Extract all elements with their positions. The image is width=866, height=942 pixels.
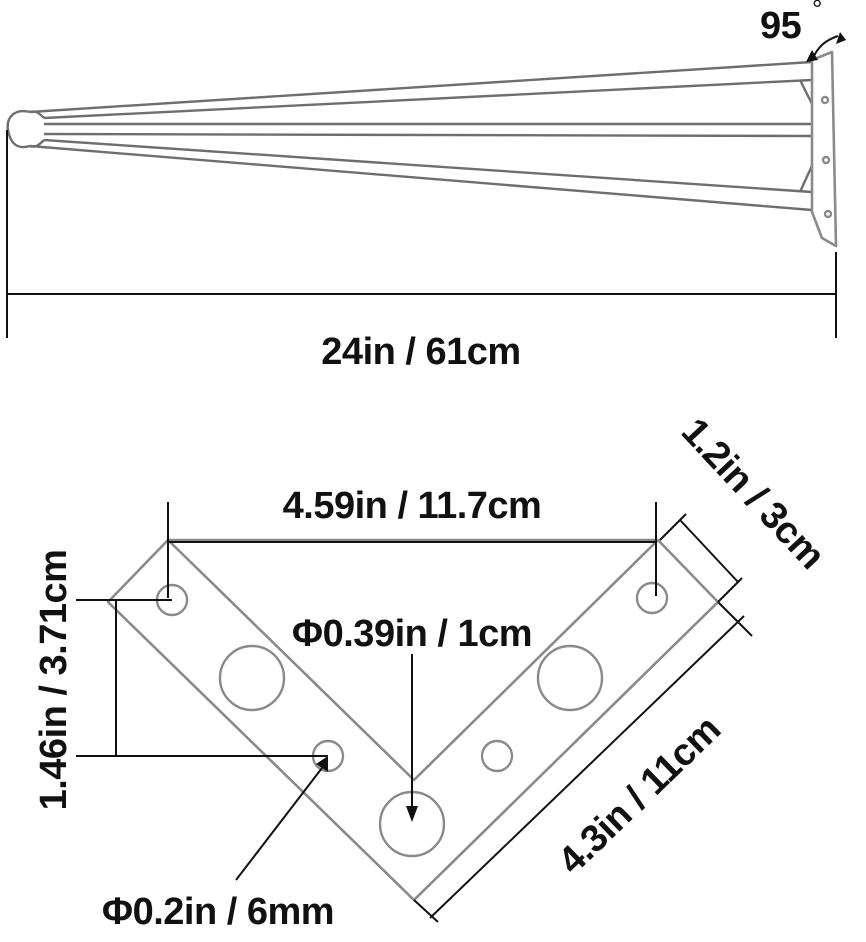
leg-end-loop bbox=[6, 109, 31, 149]
leg-rod-6 bbox=[29, 144, 813, 212]
large-hole-left bbox=[218, 644, 286, 712]
angle-degree-symbol: ° bbox=[812, 0, 822, 24]
plate-arm-length-dimension bbox=[413, 601, 753, 923]
small-hole-label: Φ0.2in / 6mm bbox=[102, 891, 334, 933]
plate-height-label: 1.46in / 3.71cm bbox=[33, 550, 75, 811]
large-hole-callout bbox=[406, 654, 418, 822]
leg-rod-2 bbox=[43, 78, 813, 120]
leg-rod-5 bbox=[43, 138, 813, 194]
hairpin-leg-drawing bbox=[6, 50, 838, 248]
large-hole-right bbox=[536, 644, 604, 712]
leg-rod-1 bbox=[29, 60, 813, 114]
length-dimension-line bbox=[6, 130, 837, 338]
length-label: 24in / 61cm bbox=[321, 331, 520, 373]
large-hole-label: Φ0.39in / 1cm bbox=[292, 613, 532, 655]
small-hole-right-bottom bbox=[480, 739, 514, 773]
plate-arm-width-label: 1.2in / 3cm bbox=[673, 410, 832, 577]
leg-mounting-plate bbox=[810, 50, 838, 248]
angle-label: 95 bbox=[760, 5, 802, 47]
small-hole-right-top bbox=[635, 581, 669, 615]
angle-indicator bbox=[806, 32, 846, 62]
plate-arm-width-dimension bbox=[659, 513, 743, 603]
plate-width-label: 4.59in / 11.7cm bbox=[283, 485, 542, 527]
leg-rod-4 bbox=[43, 132, 813, 138]
plate-width-dimension bbox=[167, 502, 657, 598]
small-hole-callout bbox=[235, 756, 328, 881]
plate-height-dimension bbox=[76, 599, 328, 757]
